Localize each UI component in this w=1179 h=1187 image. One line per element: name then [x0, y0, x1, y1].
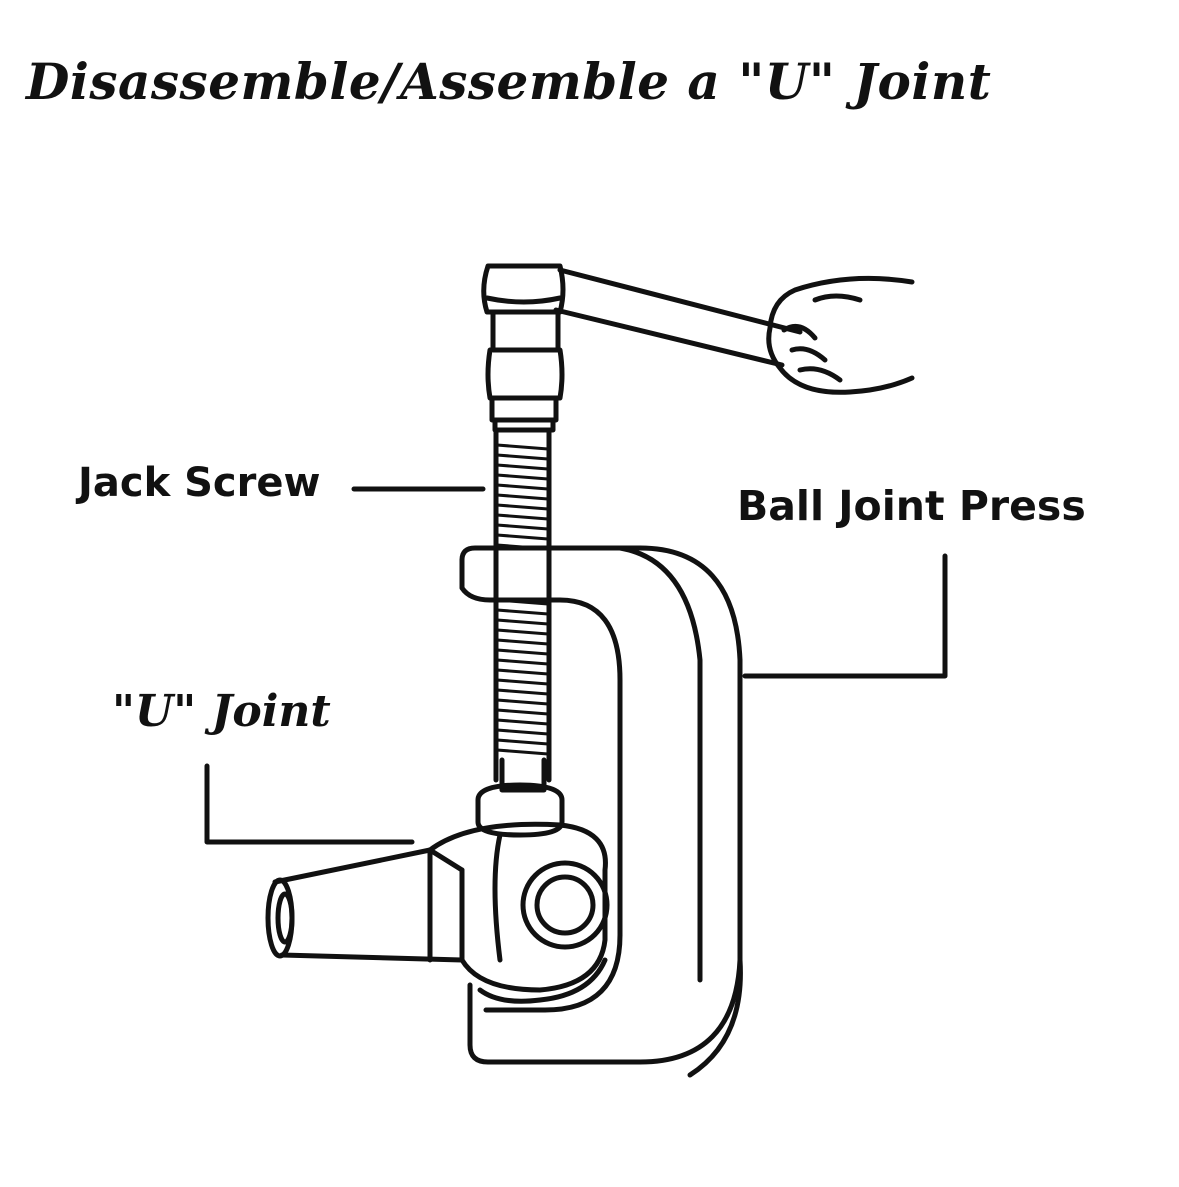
- c-frame: [459, 545, 743, 1078]
- u-joint-label: "U" Joint: [112, 686, 331, 737]
- ratchet-wrench: [481, 263, 803, 433]
- page-title: Disassemble/Assemble a "U" Joint: [26, 52, 992, 111]
- u-joint: [265, 782, 610, 1004]
- ball-joint-press-label: Ball Joint Press: [737, 482, 1086, 530]
- jack-screw-label: Jack Screw: [78, 460, 321, 506]
- jack-screw: [493, 427, 552, 793]
- hand: [766, 275, 915, 395]
- leader-lines: [204, 486, 948, 845]
- ball-joint-press-leader: [742, 553, 948, 679]
- u-joint-leader: [204, 763, 415, 845]
